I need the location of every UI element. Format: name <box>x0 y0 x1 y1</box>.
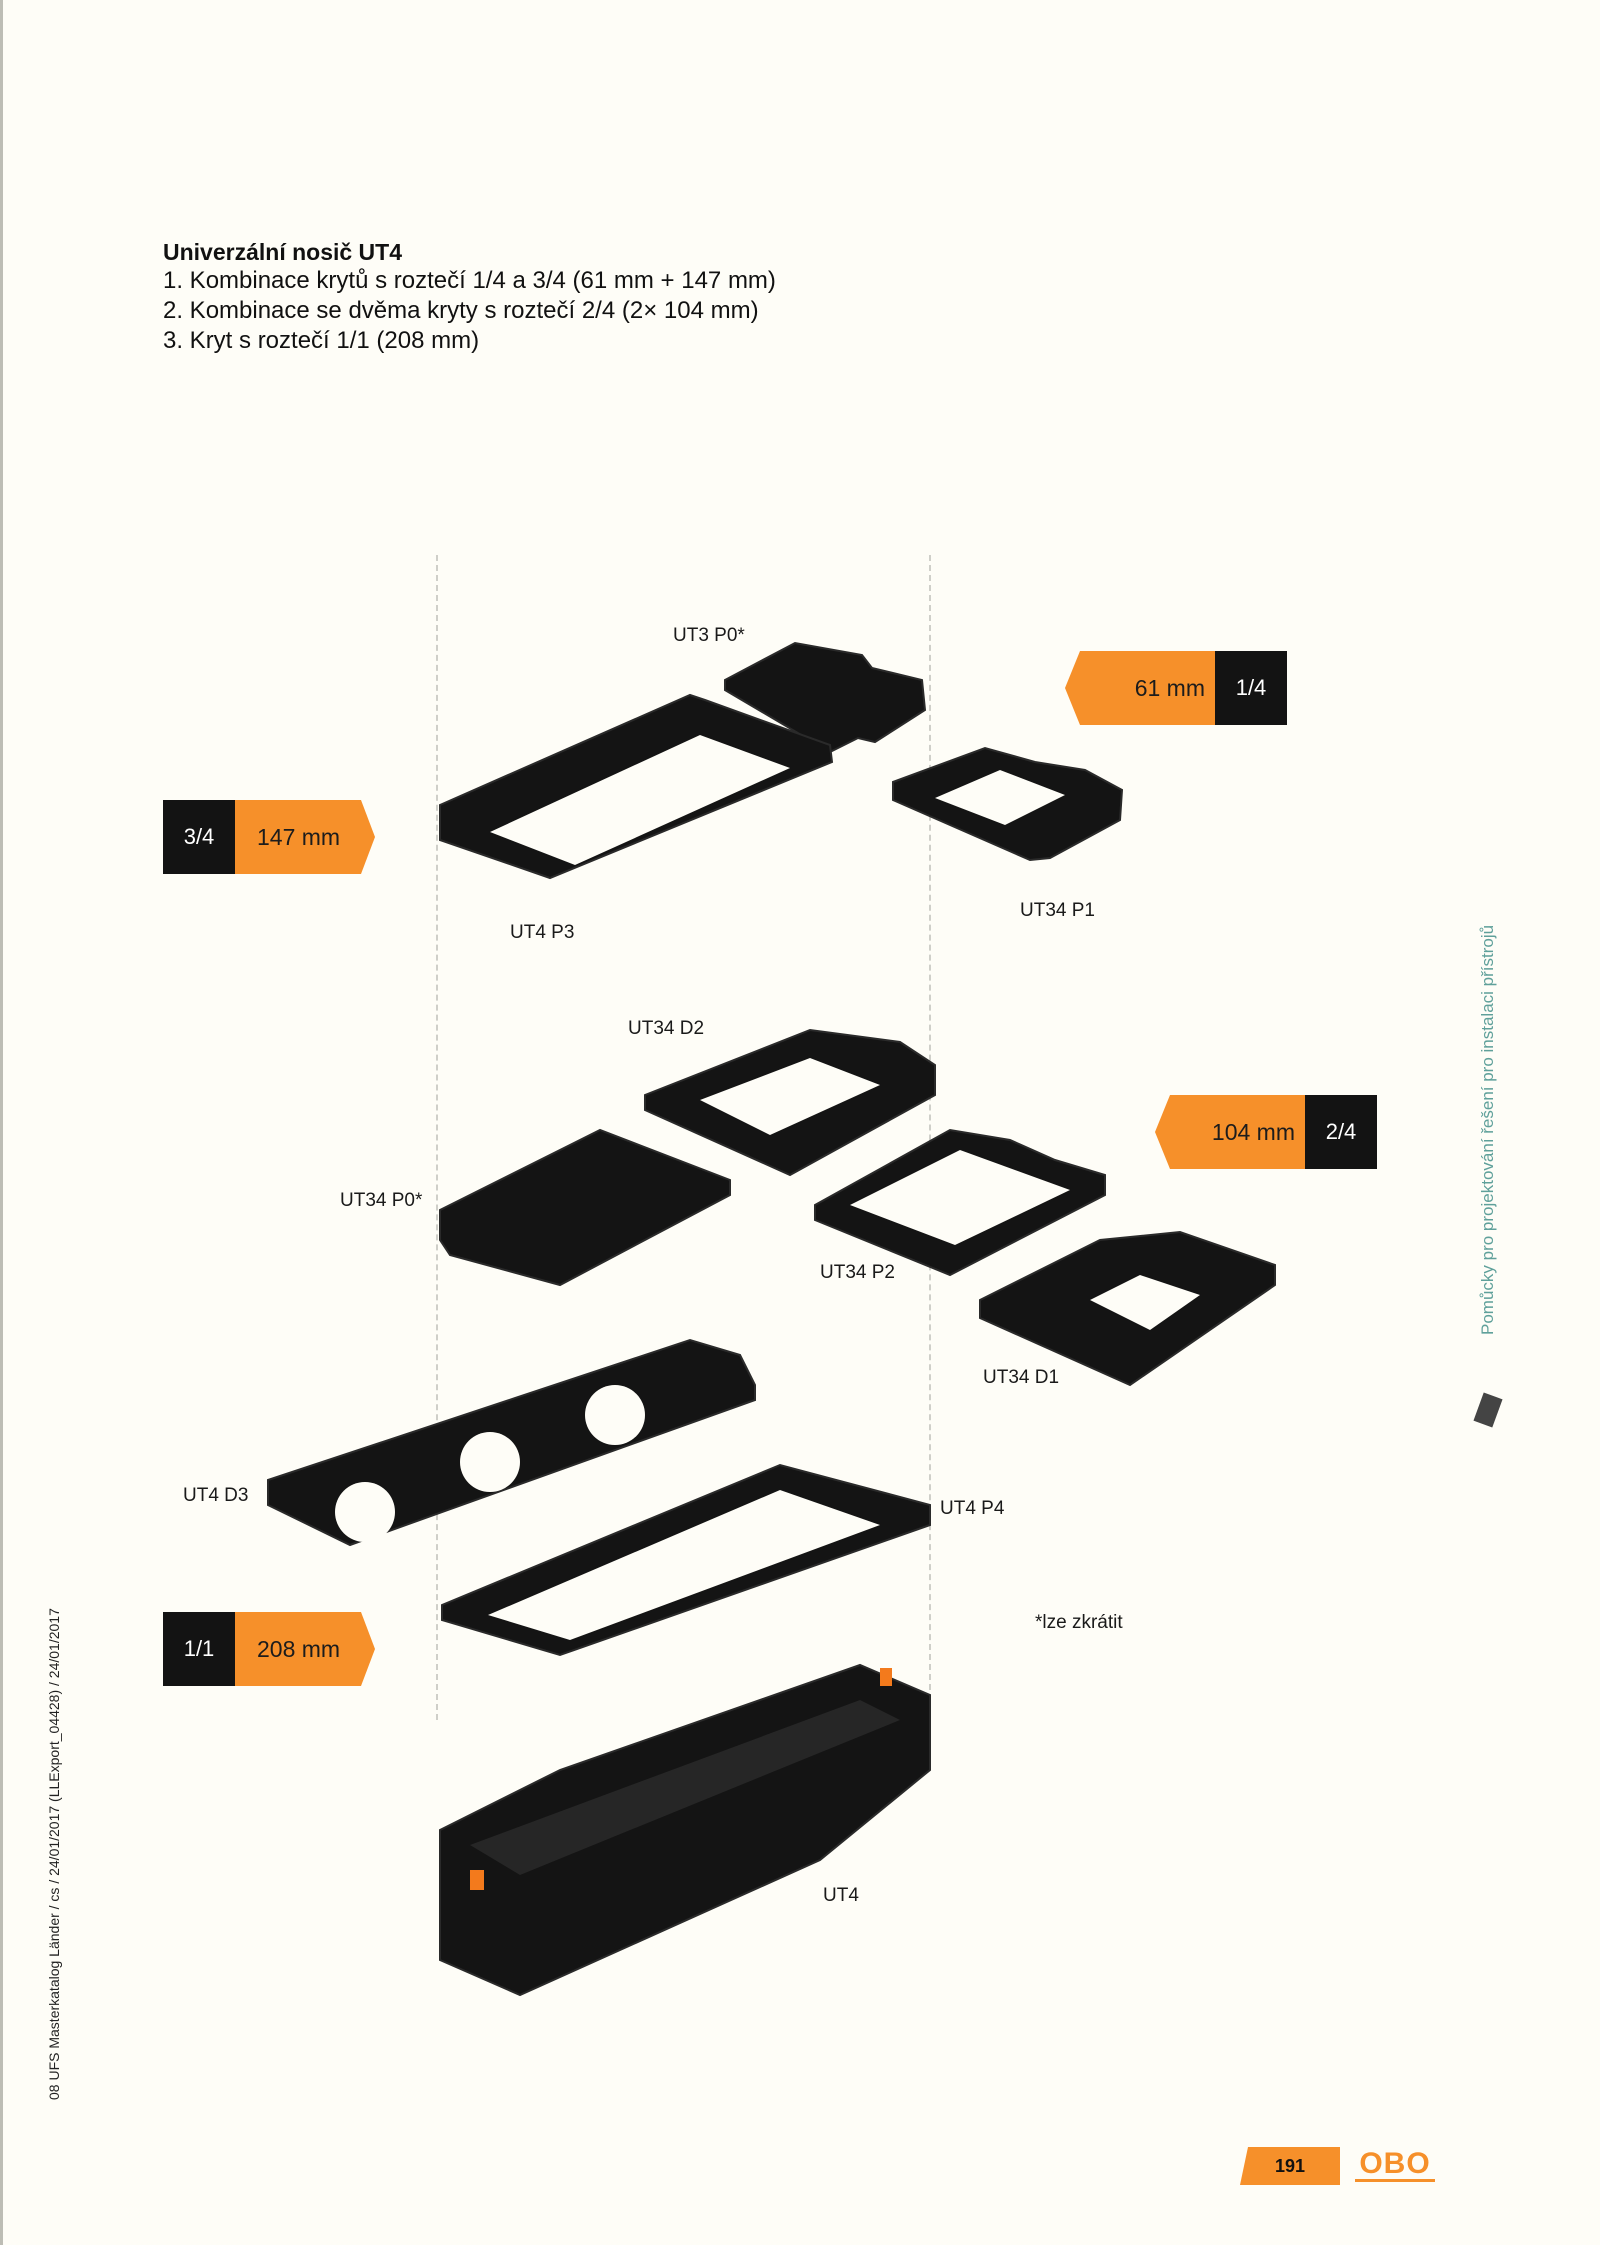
badge-1-1-pitch: 1/1 <box>163 1612 235 1686</box>
badge-1-1-dim: 208 mm <box>235 1612 375 1686</box>
heading-line-3: 3. Kryt s roztečí 1/1 (208 mm) <box>163 327 480 354</box>
badge-1-1: 1/1 208 mm <box>163 1612 375 1686</box>
badge-2-4-dim: 104 mm <box>1155 1095 1305 1169</box>
connector-pictogram <box>1473 1392 1503 1428</box>
badge-3-4: 3/4 147 mm <box>163 800 375 874</box>
label-ut4: UT4 <box>823 1885 859 1906</box>
label-ut3-p0: UT3 P0* <box>673 625 745 646</box>
badge-2-4: 104 mm 2/4 <box>1155 1095 1377 1169</box>
page-edge <box>0 0 3 2245</box>
badge-3-4-pitch: 3/4 <box>163 800 235 874</box>
label-ut34-p1: UT34 P1 <box>1020 900 1095 921</box>
part-ut34-p0 <box>439 1128 731 1287</box>
heading-block: Univerzální nosič UT4 1. Kombinace krytů… <box>163 238 776 356</box>
label-ut4-p3: UT4 P3 <box>510 922 575 943</box>
part-ut3-p0 <box>724 641 927 754</box>
footnote: *lze zkrátit <box>1035 1612 1123 1633</box>
label-ut34-p2: UT34 P2 <box>820 1262 895 1283</box>
badge-3-4-dim: 147 mm <box>235 800 375 874</box>
heading-line-1: 1. Kombinace krytů s roztečí 1/4 a 3/4 (… <box>163 267 776 294</box>
guide-line-left <box>436 555 438 1720</box>
brand-logo: OBO <box>1355 2147 1435 2182</box>
page-number: 191 <box>1240 2147 1340 2185</box>
heading-title: Univerzální nosič UT4 <box>163 239 403 265</box>
badge-2-4-pitch: 2/4 <box>1305 1095 1377 1169</box>
label-ut4-p4: UT4 P4 <box>940 1498 1005 1519</box>
badge-1-4: 61 mm 1/4 <box>1065 651 1287 725</box>
label-ut34-d1: UT34 D1 <box>983 1367 1060 1388</box>
badge-1-4-pitch: 1/4 <box>1215 651 1287 725</box>
badge-1-4-dim: 61 mm <box>1065 651 1215 725</box>
label-ut34-p0: UT34 P0* <box>340 1190 423 1211</box>
side-catalog-info: 08 UFS Masterkatalog Länder / cs / 24/01… <box>46 1608 62 2100</box>
heading-line-2: 2. Kombinace se dvěma kryty s roztečí 2/… <box>163 297 759 324</box>
label-ut4-d3: UT4 D3 <box>183 1485 249 1506</box>
side-section-title: Pomůcky pro projektování řešení pro inst… <box>1478 924 1497 1335</box>
label-ut34-d2: UT34 D2 <box>628 1018 705 1039</box>
guide-line-right <box>929 555 931 1720</box>
